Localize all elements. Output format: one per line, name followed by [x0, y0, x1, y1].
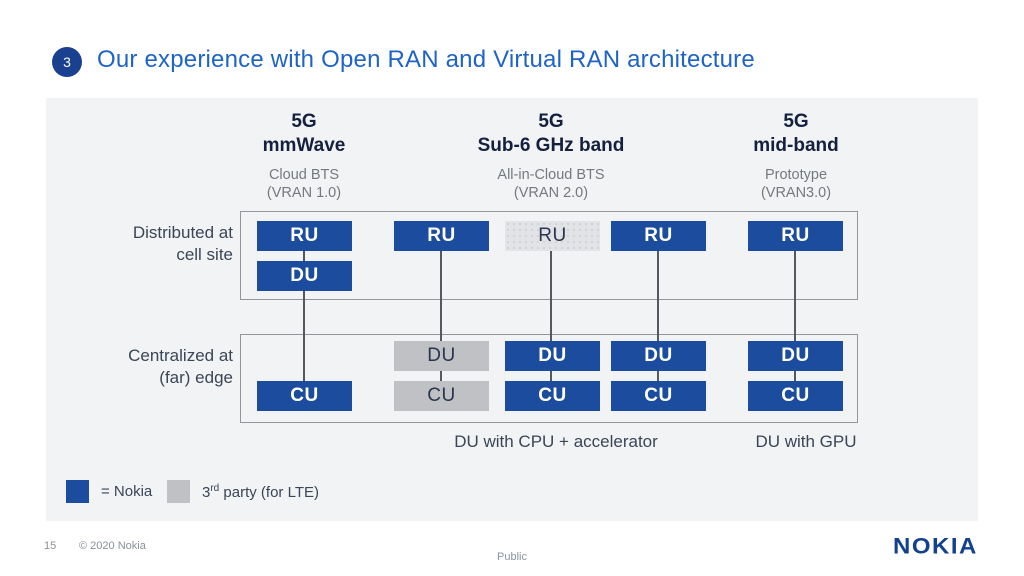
- ru-box-col2: RU: [394, 221, 489, 251]
- row-label-line2: (far) edge: [159, 368, 233, 387]
- connector-line: [550, 371, 552, 381]
- far-edge-container: [240, 334, 858, 423]
- page-title: Our experience with Open RAN and Virtual…: [97, 46, 755, 73]
- ru-box-col3-third-party: RU: [505, 221, 600, 251]
- connector-line: [440, 251, 442, 341]
- du-box-col5: DU: [748, 341, 843, 371]
- column-header-line2: mmWave: [262, 135, 346, 156]
- connector-line: [303, 291, 305, 381]
- legend-nokia-swatch: [66, 480, 89, 503]
- column-subheader-line2: (VRAN 2.0): [513, 185, 589, 201]
- row-label-line2: cell site: [176, 245, 233, 264]
- column-subheader-line1: Prototype: [764, 167, 828, 183]
- cu-box-col3: CU: [505, 381, 600, 411]
- column-subheader-midband: Prototype (VRAN3.0): [666, 166, 926, 202]
- legend-nokia-label: = Nokia: [101, 483, 153, 500]
- cell-site-container: [240, 211, 858, 300]
- column-header-line1: 5G: [538, 111, 564, 132]
- connector-line: [657, 371, 659, 381]
- column-subheader-line1: All-in-Cloud BTS: [497, 167, 605, 183]
- connector-line: [440, 371, 442, 381]
- diagram-panel: [46, 98, 978, 521]
- ru-box-col1: RU: [257, 221, 352, 251]
- column-header-line1: 5G: [291, 111, 317, 132]
- connector-line: [550, 251, 552, 341]
- slide-number-badge: 3: [52, 47, 82, 77]
- copyright: © 2020 Nokia: [79, 540, 146, 552]
- page-number: 15: [44, 540, 57, 552]
- du-box-col1: DU: [257, 261, 352, 291]
- connector-line: [303, 251, 305, 261]
- legend-third-party-rest: party (for LTE): [219, 484, 319, 501]
- annotation-cpu-accelerator: DU with CPU + accelerator: [454, 432, 658, 451]
- connector-line: [657, 251, 659, 341]
- legend-third-party-label: 3rd party (for LTE): [202, 483, 319, 501]
- nokia-logo: NOKIA: [893, 534, 978, 559]
- column-subheader-mmwave: Cloud BTS (VRAN 1.0): [174, 166, 434, 202]
- column-header-line2: Sub-6 GHz band: [477, 135, 625, 156]
- annotation-gpu: DU with GPU: [755, 432, 857, 451]
- du-box-col3: DU: [505, 341, 600, 371]
- column-subheader-sub6: All-in-Cloud BTS (VRAN 2.0): [421, 166, 681, 202]
- legend-third-party-prefix: 3: [202, 484, 211, 501]
- du-box-col4: DU: [611, 341, 706, 371]
- column-subheader-line2: (VRAN3.0): [760, 185, 832, 201]
- row-label-line1: Centralized at: [128, 346, 233, 365]
- du-box-col2-third-party: DU: [394, 341, 489, 371]
- connector-line: [794, 371, 796, 381]
- row-label-line1: Distributed at: [132, 223, 233, 242]
- column-subheader-line1: Cloud BTS: [268, 167, 340, 183]
- ru-box-col4: RU: [611, 221, 706, 251]
- column-header-midband: 5G mid-band: [666, 110, 926, 158]
- column-header-line1: 5G: [783, 111, 809, 132]
- classification-label: Public: [497, 551, 527, 563]
- column-header-mmwave: 5G mmWave: [174, 110, 434, 158]
- ru-box-col5: RU: [748, 221, 843, 251]
- cu-box-col2-third-party: CU: [394, 381, 489, 411]
- column-header-sub6: 5G Sub-6 GHz band: [421, 110, 681, 158]
- cu-box-col5: CU: [748, 381, 843, 411]
- cu-box-col1: CU: [257, 381, 352, 411]
- legend-third-party-swatch: [167, 480, 190, 503]
- connector-line: [794, 251, 796, 341]
- legend-third-party-ordinal: rd: [210, 483, 220, 494]
- column-subheader-line2: (VRAN 1.0): [266, 185, 342, 201]
- column-header-line2: mid-band: [753, 135, 839, 156]
- row-label-centralized: Centralized at (far) edge: [60, 345, 233, 389]
- cu-box-col4: CU: [611, 381, 706, 411]
- row-label-distributed: Distributed at cell site: [60, 222, 233, 266]
